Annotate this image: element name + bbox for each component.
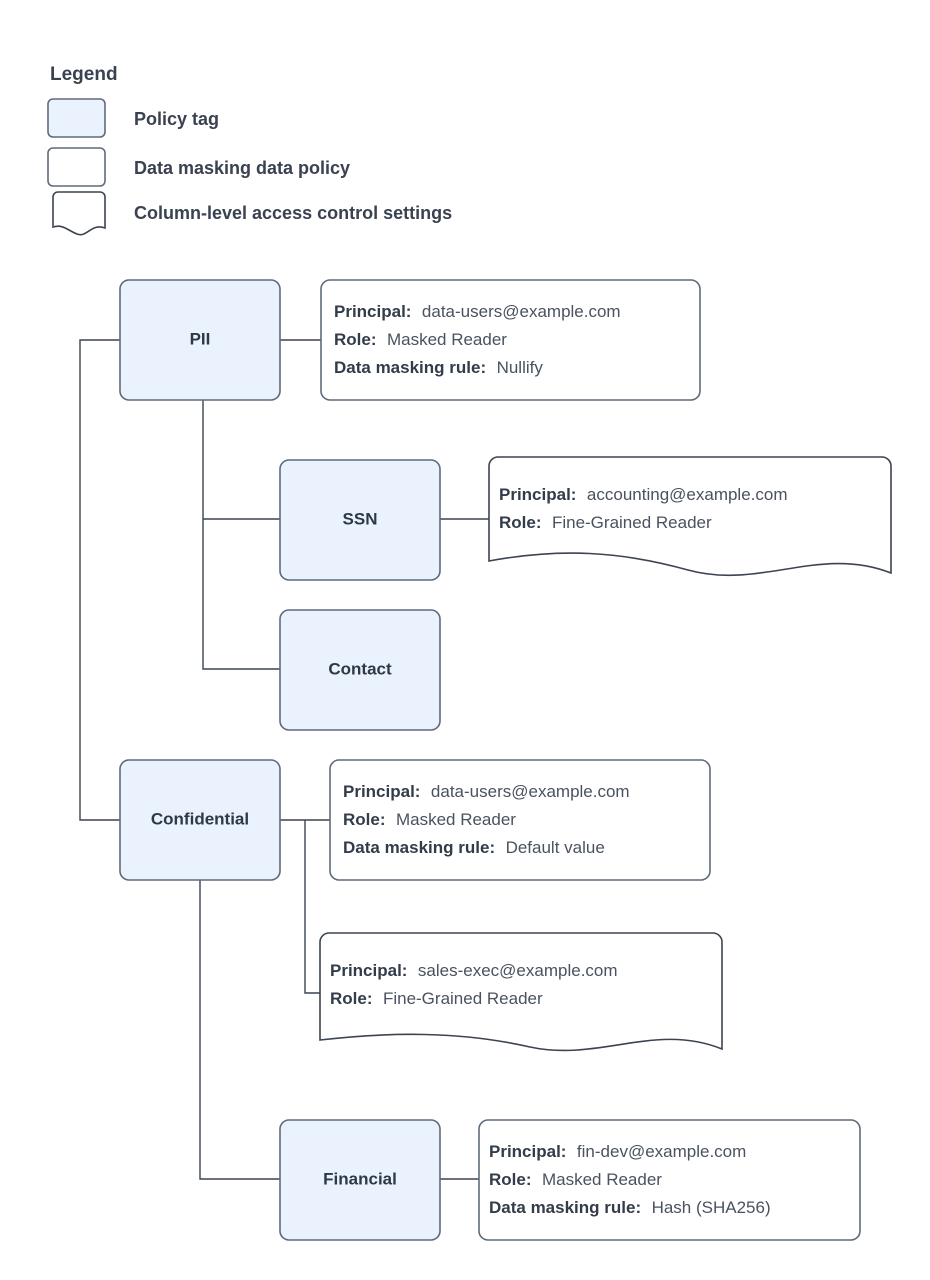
legend-label-policy-tag: Policy tag [134, 109, 219, 129]
column-access-settings-swatch [52, 191, 106, 236]
detail-financial-role-line: Role: Masked Reader [489, 1170, 662, 1189]
detail-pii-policy: Principal: data-users@example.com Role: … [320, 279, 701, 401]
node-ssn-label: SSN [343, 509, 378, 528]
detail-confidential-access-box [319, 932, 723, 1052]
detail-confidential-role-line: Role: Masked Reader [343, 810, 516, 829]
node-ssn-box[interactable] [279, 459, 441, 581]
connector-root-spine [79, 339, 120, 821]
node-confidential-box[interactable] [119, 759, 281, 881]
node-pii-label: PII [190, 329, 211, 348]
node-contact-box[interactable] [279, 609, 441, 731]
detail-confidential-policy-box [329, 759, 711, 881]
legend-label-data-masking-policy: Data masking data policy [134, 158, 350, 178]
detail-confidential-access-principal-line: Principal: sales-exec@example.com [330, 961, 618, 980]
node-financial-label: Financial [323, 1169, 397, 1188]
detail-ssn-access-box [488, 456, 892, 577]
node-contact[interactable]: Contact [279, 609, 441, 731]
legend-item-policy-tag: Policy tag [47, 98, 219, 138]
detail-ssn-access: Principal: accounting@example.com Role: … [488, 456, 892, 577]
node-confidential[interactable]: Confidential [119, 759, 281, 881]
node-contact-label: Contact [328, 659, 392, 678]
detail-confidential-masking-line: Data masking rule: Default value [343, 838, 605, 857]
node-confidential-label: Confidential [151, 809, 249, 828]
node-financial[interactable]: Financial [279, 1119, 441, 1241]
legend-label-column-access-settings: Column-level access control settings [134, 203, 452, 223]
detail-confidential-principal-line: Principal: data-users@example.com [343, 782, 630, 801]
detail-ssn-principal-line: Principal: accounting@example.com [499, 485, 788, 504]
legend: Legend Policy tag Data masking data poli… [47, 64, 452, 236]
node-ssn[interactable]: SSN [279, 459, 441, 581]
detail-financial-policy-box [478, 1119, 861, 1241]
legend-item-column-access-settings: Column-level access control settings [52, 191, 452, 236]
connector-lines [79, 339, 489, 1180]
detail-financial-principal-line: Principal: fin-dev@example.com [489, 1142, 746, 1161]
policy-tag-swatch [47, 98, 106, 138]
node-pii-box[interactable] [119, 279, 281, 401]
node-financial-box[interactable] [279, 1119, 441, 1241]
detail-pii-masking-line: Data masking rule: Nullify [334, 358, 543, 377]
detail-pii-policy-box [320, 279, 701, 401]
detail-financial-policy: Principal: fin-dev@example.com Role: Mas… [478, 1119, 861, 1241]
node-pii[interactable]: PII [119, 279, 281, 401]
detail-confidential-policy: Principal: data-users@example.com Role: … [329, 759, 711, 881]
data-masking-policy-swatch [47, 147, 106, 187]
detail-financial-masking-line: Data masking rule: Hash (SHA256) [489, 1198, 771, 1217]
detail-ssn-role-line: Role: Fine-Grained Reader [499, 513, 712, 532]
detail-pii-principal-line: Principal: data-users@example.com [334, 302, 621, 321]
legend-item-data-masking-policy: Data masking data policy [47, 147, 350, 187]
connector-pii-to-contact [202, 400, 280, 670]
legend-title: Legend [50, 64, 118, 85]
connector-confidential-to-financial [199, 880, 280, 1180]
detail-pii-role-line: Role: Masked Reader [334, 330, 507, 349]
connector-confidential-to-access [304, 820, 320, 994]
detail-confidential-access-role-line: Role: Fine-Grained Reader [330, 989, 543, 1008]
detail-confidential-access: Principal: sales-exec@example.com Role: … [319, 932, 723, 1052]
